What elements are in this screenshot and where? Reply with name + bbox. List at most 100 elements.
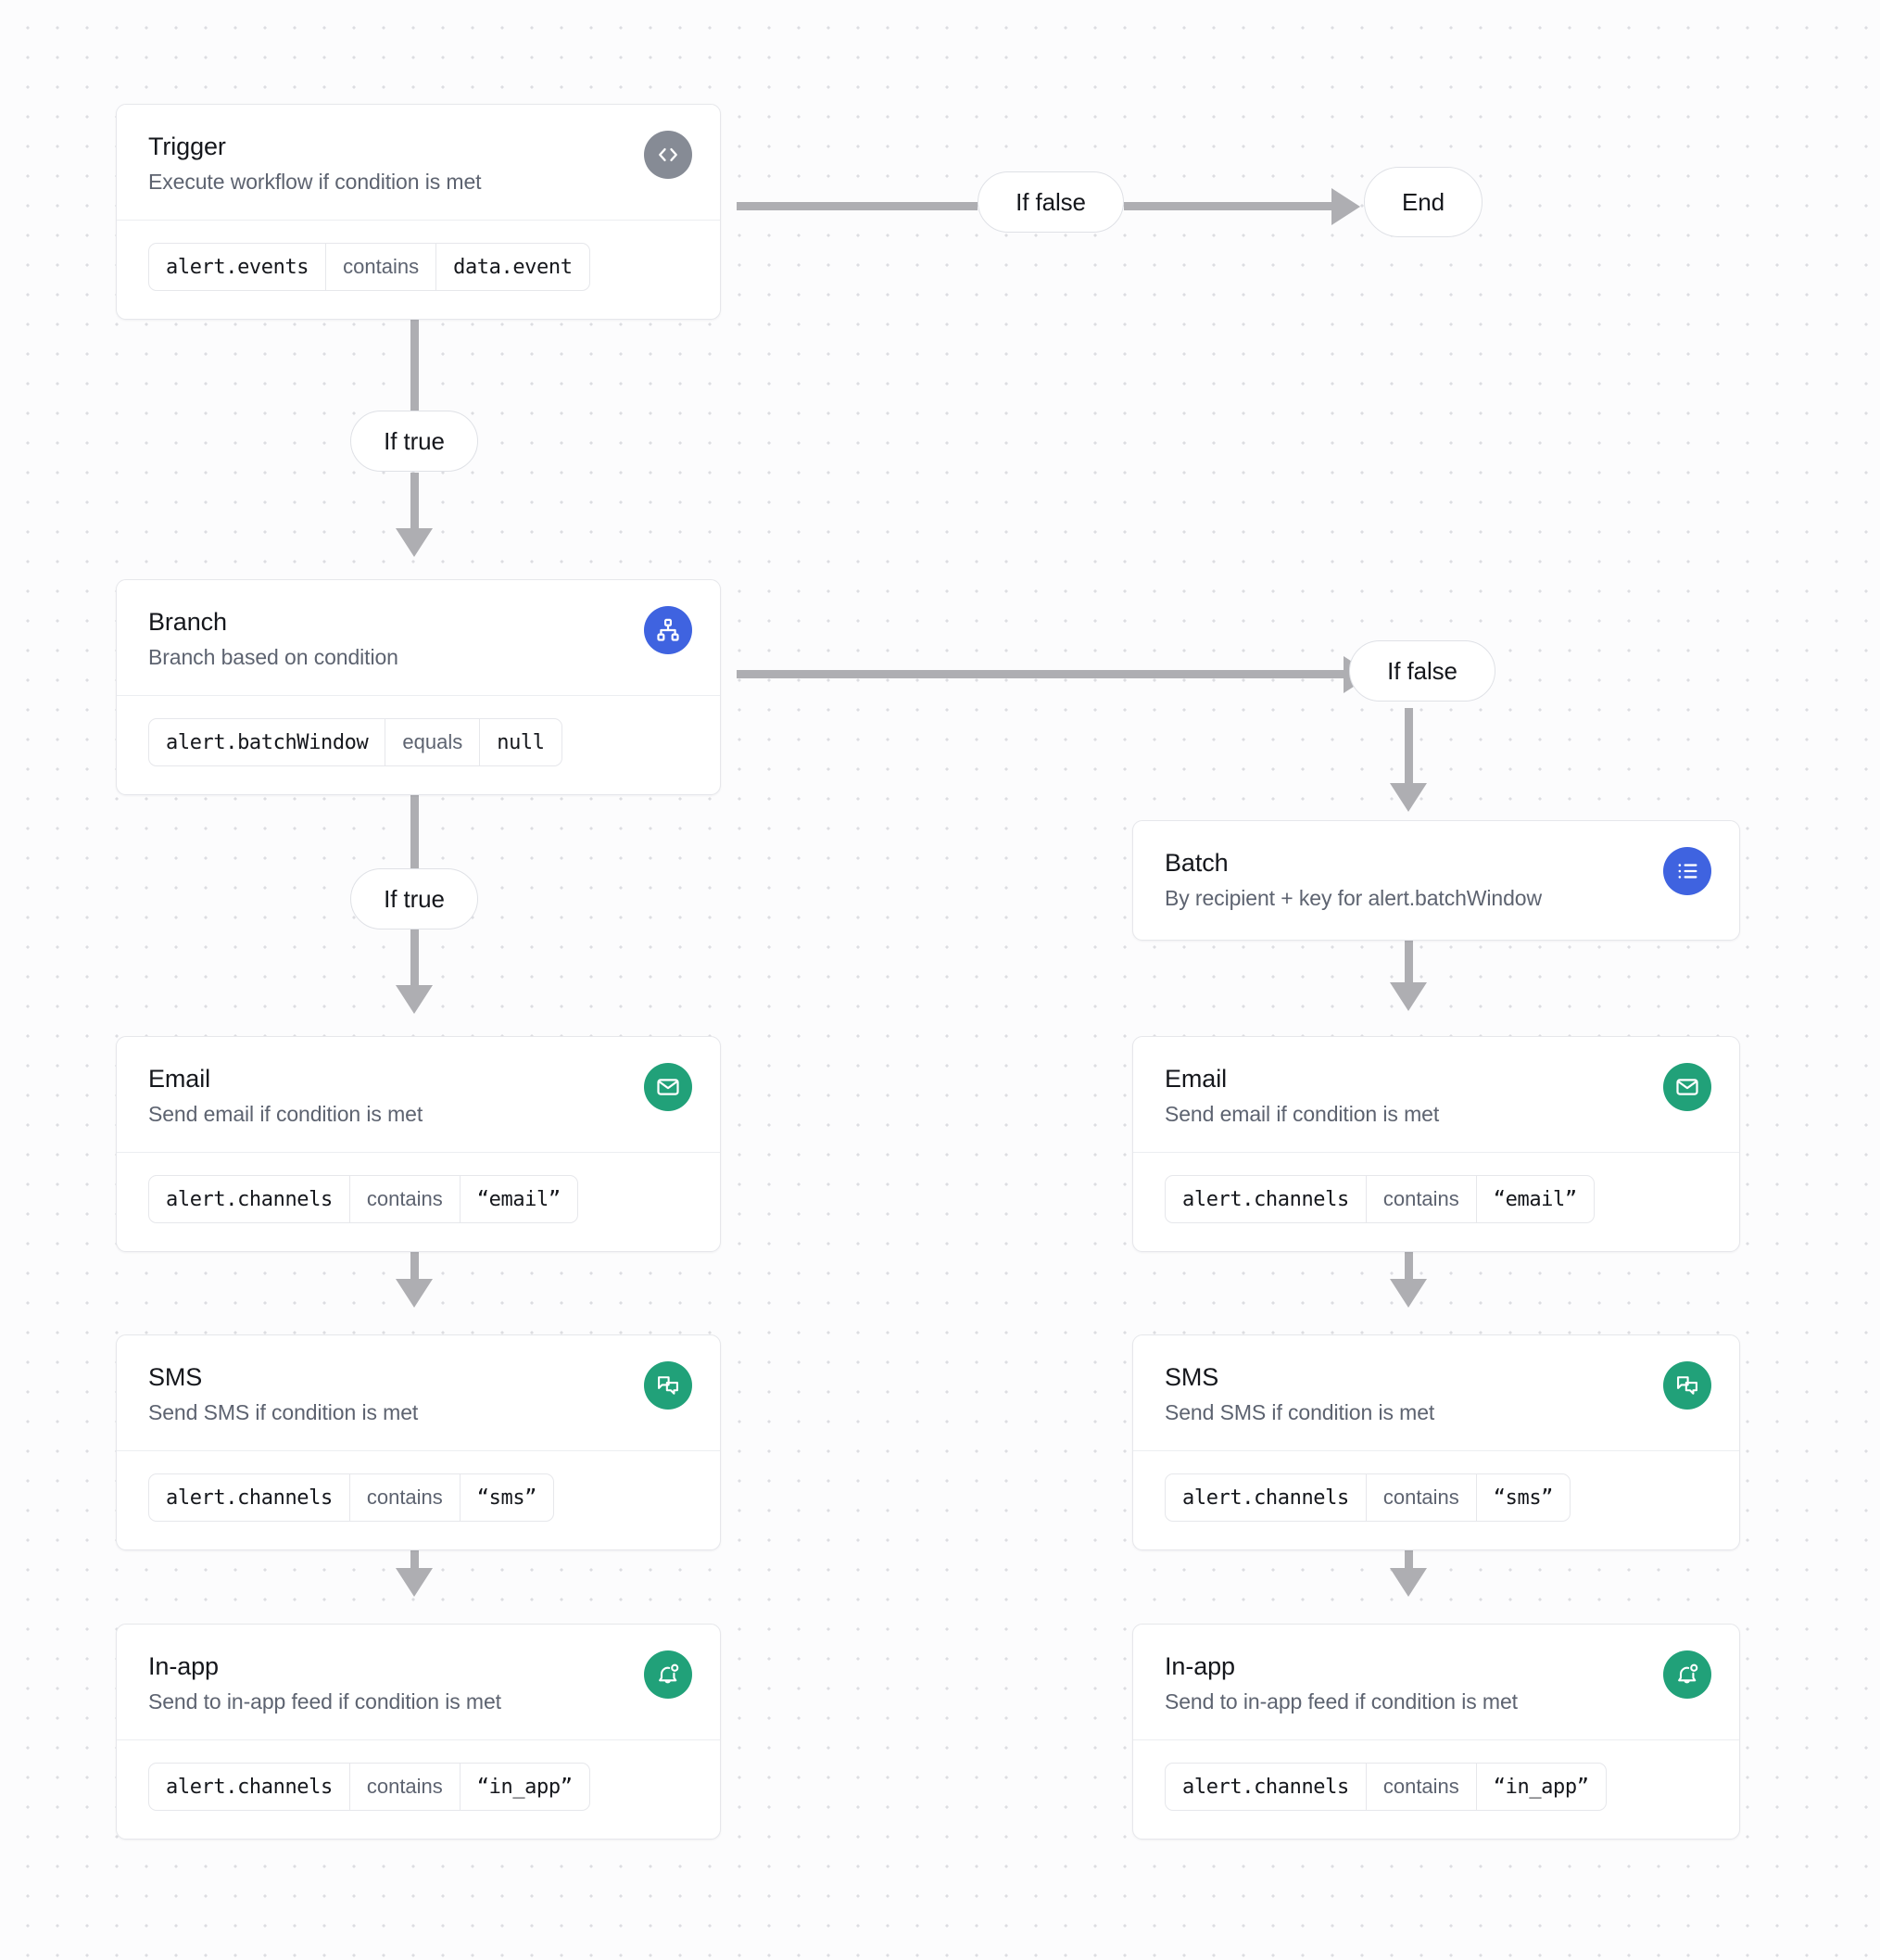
condition-chip[interactable]: alert.channels contains “in_app” <box>148 1763 590 1811</box>
condition-value: data.event <box>453 255 573 279</box>
condition-field: alert.batchWindow <box>166 730 369 754</box>
connector-email-sms-left <box>410 1233 419 1281</box>
condition-value: “email” <box>476 1187 561 1211</box>
node-sms-right[interactable]: SMS Send SMS if condition is met alert.c… <box>1132 1334 1740 1550</box>
node-sms-left-header: SMS Send SMS if condition is met <box>117 1335 720 1451</box>
edge-label-trigger-false[interactable]: If false <box>978 171 1124 233</box>
node-trigger[interactable]: Trigger Execute workflow if condition is… <box>116 104 721 320</box>
node-batch-title: Batch <box>1165 849 1229 877</box>
arrow-head-sms-inapp-left <box>396 1568 433 1597</box>
node-inapp-right[interactable]: In-app Send to in-app feed if condition … <box>1132 1624 1740 1840</box>
end-node[interactable]: End <box>1364 167 1483 237</box>
node-email-left-condition-row: alert.channels contains “email” <box>117 1153 720 1251</box>
arrow-head-to-batch <box>1390 783 1427 812</box>
node-trigger-subtitle: Execute workflow if condition is met <box>148 170 482 194</box>
condition-chip[interactable]: alert.batchWindow equals null <box>148 718 562 766</box>
arrow-head-email-sms-right <box>1390 1279 1427 1308</box>
condition-operator: contains <box>348 1176 461 1222</box>
condition-value: “sms” <box>476 1486 537 1510</box>
node-inapp-left[interactable]: In-app Send to in-app feed if condition … <box>116 1624 721 1840</box>
condition-value: “in_app” <box>476 1775 573 1799</box>
node-inapp-left-subtitle: Send to in-app feed if condition is met <box>148 1689 501 1713</box>
condition-field: alert.channels <box>1182 1775 1349 1799</box>
node-sms-left[interactable]: SMS Send SMS if condition is met alert.c… <box>116 1334 721 1550</box>
node-email-left-title: Email <box>148 1065 211 1093</box>
node-branch[interactable]: Branch Branch based on condition alert.b… <box>116 579 721 795</box>
node-batch[interactable]: Batch By recipient + key for alert.batch… <box>1132 820 1740 941</box>
list-icon <box>1663 847 1711 895</box>
arrow-head-to-branch <box>396 528 433 557</box>
edge-label-text: If false <box>1387 656 1457 685</box>
connector-branch-true-lower <box>410 929 419 987</box>
node-inapp-left-condition-row: alert.channels contains “in_app” <box>117 1740 720 1839</box>
edge-label-branch-false[interactable]: If false <box>1349 640 1495 702</box>
condition-operator: equals <box>385 719 481 765</box>
node-sms-left-condition-row: alert.channels contains “sms” <box>117 1451 720 1549</box>
code-icon <box>644 131 692 179</box>
node-email-right-title: Email <box>1165 1065 1228 1093</box>
condition-operator: contains <box>348 1764 461 1810</box>
node-sms-right-subtitle: Send SMS if condition is met <box>1165 1400 1435 1424</box>
node-email-left-header: Email Send email if condition is met <box>117 1037 720 1153</box>
condition-operator: contains <box>325 244 437 290</box>
arrow-head-sms-inapp-right <box>1390 1568 1427 1597</box>
condition-value: “sms” <box>1493 1486 1554 1510</box>
condition-value: null <box>497 730 545 754</box>
node-branch-header: Branch Branch based on condition <box>117 580 720 696</box>
condition-chip[interactable]: alert.events contains data.event <box>148 243 590 291</box>
edge-label-branch-true[interactable]: If true <box>350 868 478 929</box>
node-inapp-right-header: In-app Send to in-app feed if condition … <box>1133 1625 1739 1740</box>
node-inapp-right-title: In-app <box>1165 1652 1235 1680</box>
node-trigger-condition-row: alert.events contains data.event <box>117 221 720 319</box>
connector-trigger-false <box>737 202 978 210</box>
node-sms-left-title: SMS <box>148 1363 203 1391</box>
condition-field: alert.channels <box>1182 1187 1349 1211</box>
node-email-right-condition-row: alert.channels contains “email” <box>1133 1153 1739 1251</box>
condition-chip[interactable]: alert.channels contains “email” <box>1165 1175 1595 1223</box>
node-inapp-right-condition-row: alert.channels contains “in_app” <box>1133 1740 1739 1839</box>
condition-chip[interactable]: alert.channels contains “sms” <box>1165 1473 1571 1522</box>
connector-trigger-true-lower <box>410 473 419 530</box>
condition-operator: contains <box>348 1474 461 1521</box>
node-sms-right-header: SMS Send SMS if condition is met <box>1133 1335 1739 1451</box>
hierarchy-icon <box>644 606 692 654</box>
arrow-head-to-end <box>1331 188 1360 225</box>
condition-field: alert.events <box>166 255 309 279</box>
node-inapp-left-title: In-app <box>148 1652 219 1680</box>
node-branch-title: Branch <box>148 608 227 636</box>
node-sms-right-title: SMS <box>1165 1363 1219 1391</box>
condition-field: alert.channels <box>1182 1486 1349 1510</box>
connector-false-to-batch <box>1405 708 1413 786</box>
condition-value: “email” <box>1493 1187 1577 1211</box>
node-sms-right-condition-row: alert.channels contains “sms” <box>1133 1451 1739 1549</box>
condition-operator: contains <box>1365 1764 1477 1810</box>
connector-false-to-end <box>1124 202 1337 210</box>
node-branch-condition-row: alert.batchWindow equals null <box>117 696 720 794</box>
node-batch-subtitle: By recipient + key for alert.batchWindow <box>1165 886 1542 910</box>
arrow-head-batch-email-right <box>1390 982 1427 1011</box>
condition-field: alert.channels <box>166 1486 333 1510</box>
node-email-left[interactable]: Email Send email if condition is met ale… <box>116 1036 721 1252</box>
node-email-right[interactable]: Email Send email if condition is met ale… <box>1132 1036 1740 1252</box>
connector-branch-false <box>737 670 1348 678</box>
condition-operator: contains <box>1365 1474 1477 1521</box>
edge-label-text: If false <box>1016 187 1086 216</box>
connector-batch-email-right <box>1405 927 1413 984</box>
edge-label-text: If true <box>384 884 445 913</box>
node-batch-header: Batch By recipient + key for alert.batch… <box>1133 821 1739 940</box>
condition-chip[interactable]: alert.channels contains “email” <box>148 1175 578 1223</box>
node-trigger-title: Trigger <box>148 133 226 160</box>
edge-label-trigger-true[interactable]: If true <box>350 411 478 472</box>
condition-operator: contains <box>1365 1176 1477 1222</box>
node-email-right-header: Email Send email if condition is met <box>1133 1037 1739 1153</box>
node-sms-left-subtitle: Send SMS if condition is met <box>148 1400 419 1424</box>
condition-chip[interactable]: alert.channels contains “sms” <box>148 1473 555 1522</box>
condition-value: “in_app” <box>1493 1775 1589 1799</box>
node-trigger-header: Trigger Execute workflow if condition is… <box>117 105 720 221</box>
node-branch-subtitle: Branch based on condition <box>148 645 398 669</box>
condition-chip[interactable]: alert.channels contains “in_app” <box>1165 1763 1607 1811</box>
connector-trigger-true-upper <box>410 311 419 411</box>
chat-bubbles-icon <box>644 1361 692 1410</box>
edge-label-text: If true <box>384 426 445 455</box>
